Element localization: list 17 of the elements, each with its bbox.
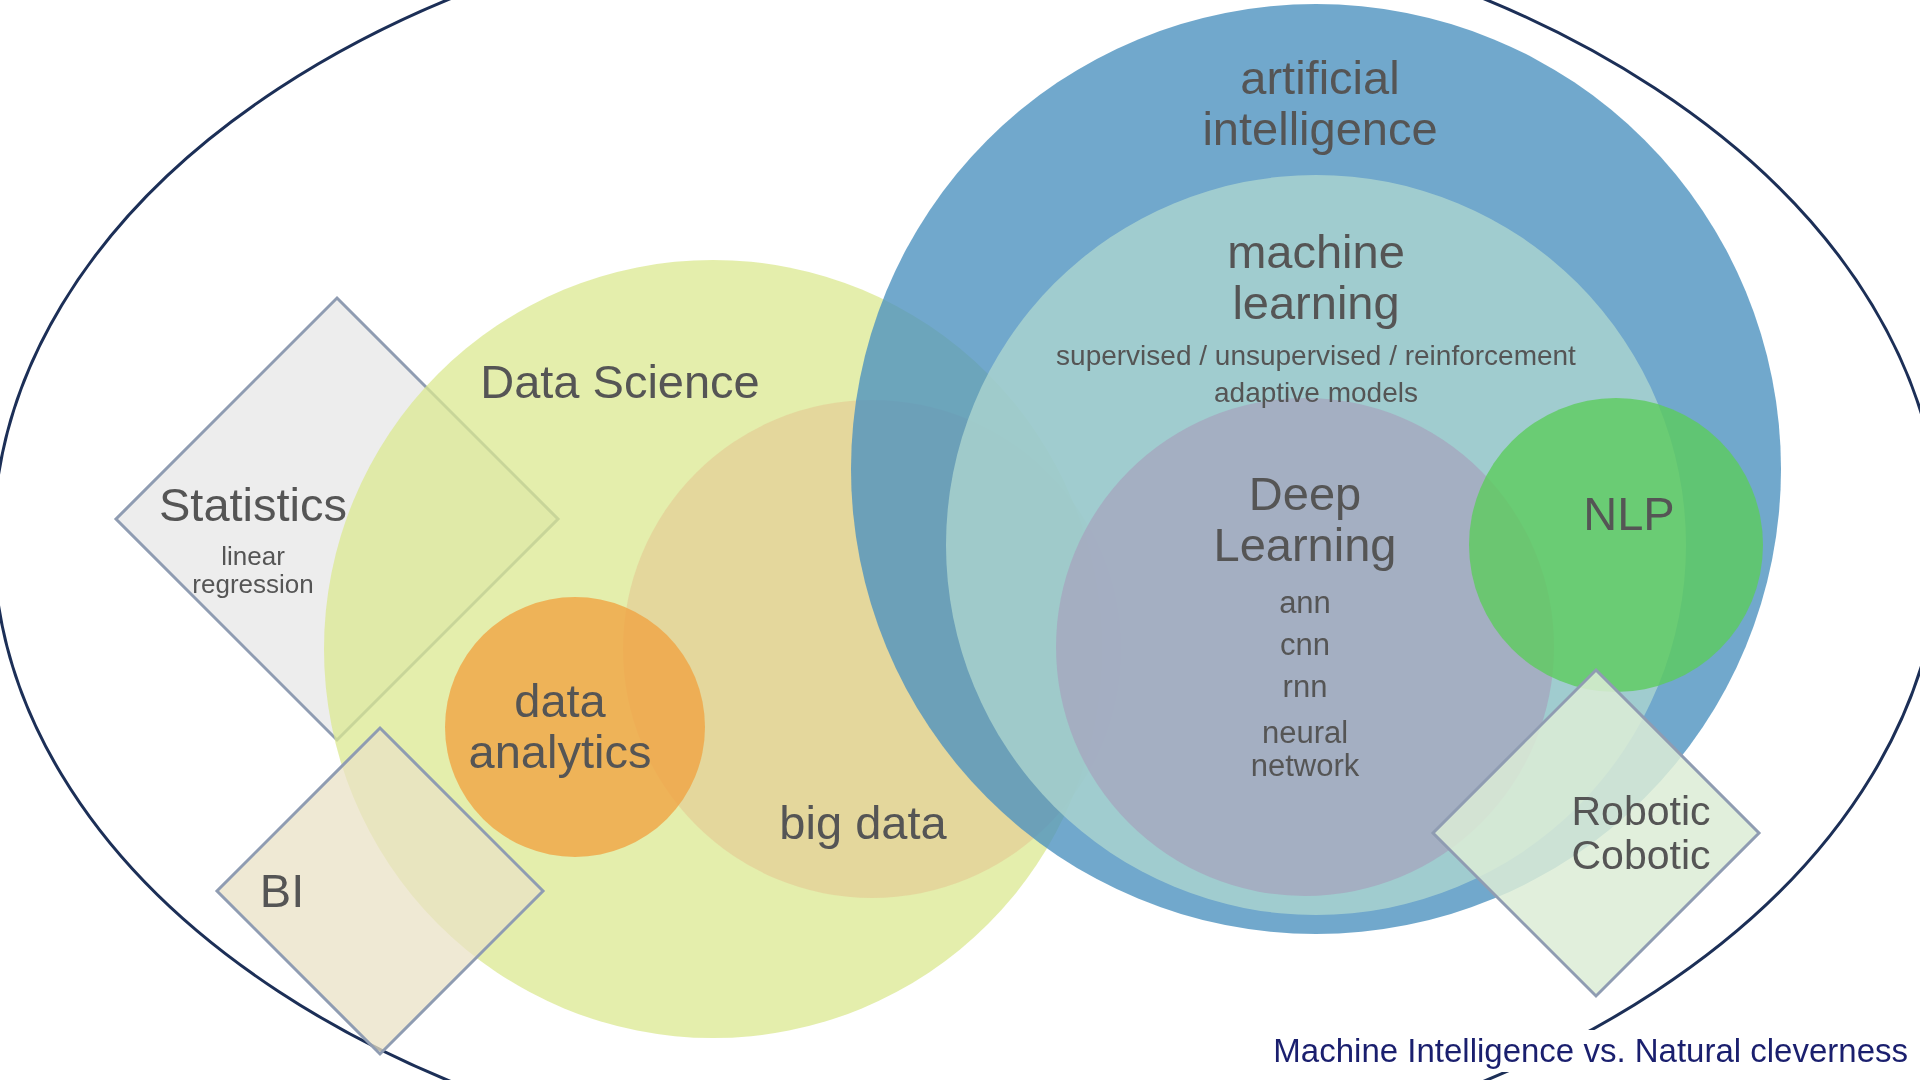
diamond-label: Robotic Cobotic (1570, 788, 1712, 878)
circle-sublabel: supervised / unsupervised / reinforcement (1055, 340, 1577, 372)
diamond-label: Statistics (157, 479, 348, 531)
circle-sublabel: neural network (1249, 715, 1361, 783)
circle-label: big data (778, 797, 948, 849)
circle-label: NLP (1582, 488, 1676, 540)
circle-sublabel: cnn (1279, 628, 1331, 662)
diamond-sublabel: linear regression (191, 541, 315, 599)
circle-label: machine learning (1226, 227, 1406, 329)
circle-label: Data Science (479, 356, 761, 408)
circle-sublabel: ann (1278, 586, 1332, 620)
circle-label: artificial intelligence (1201, 53, 1439, 155)
circle-label: Deep Learning (1212, 469, 1398, 571)
circle-sublabel: adaptive models (1213, 377, 1419, 409)
diamond-label: BI (258, 865, 306, 917)
circle-sublabel: rnn (1281, 670, 1329, 704)
circle-label: data analytics (467, 676, 653, 778)
